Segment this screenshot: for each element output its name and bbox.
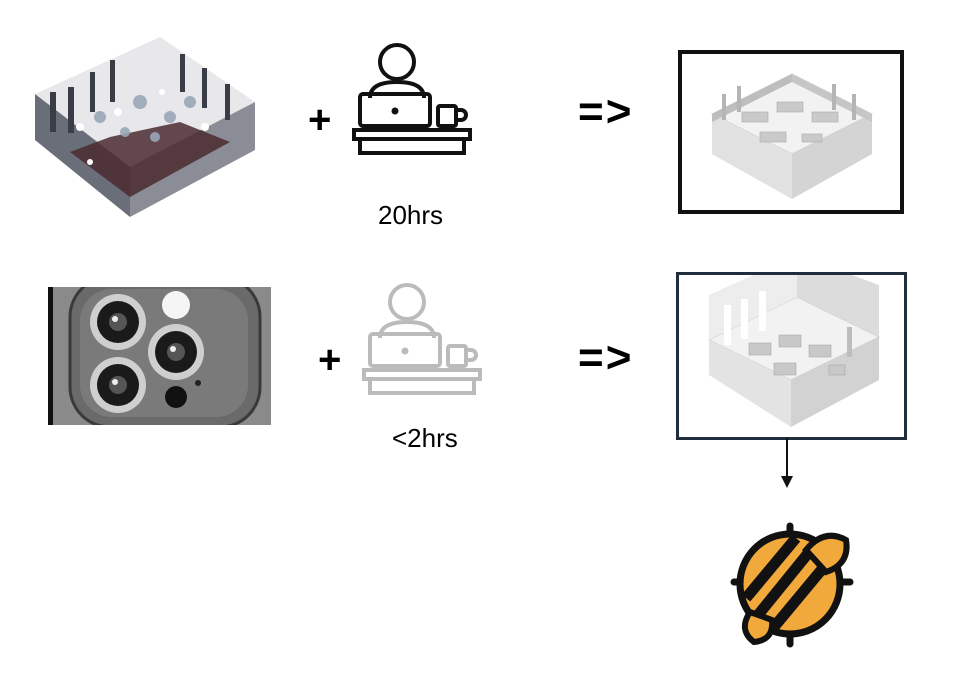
laptop-worker-icon bbox=[352, 43, 472, 155]
laptop-worker-faded-icon bbox=[362, 283, 482, 395]
result-arrow-2: => bbox=[578, 333, 634, 382]
room-model-frame-1 bbox=[678, 50, 904, 214]
down-arrow bbox=[779, 438, 795, 490]
bee-logo bbox=[728, 520, 858, 650]
plus-sign-1: + bbox=[308, 98, 332, 142]
phone-camera-image bbox=[48, 287, 271, 425]
laptop-worker-1 bbox=[350, 42, 474, 158]
plus-sign-2: + bbox=[318, 338, 342, 382]
effort-label-2: <2hrs bbox=[392, 423, 458, 453]
arrow-down-icon bbox=[781, 438, 793, 488]
room-model-icon bbox=[710, 73, 874, 199]
bee-logo-icon bbox=[730, 522, 854, 648]
room-model-icon bbox=[707, 275, 881, 427]
room-model-frame-2 bbox=[676, 272, 907, 440]
result-arrow-1: => bbox=[578, 87, 634, 136]
phone-camera-icon bbox=[48, 287, 271, 425]
point-cloud-image bbox=[30, 32, 260, 222]
point-cloud-icon bbox=[35, 37, 255, 217]
effort-label-1: 20hrs bbox=[378, 200, 444, 230]
laptop-worker-2 bbox=[360, 282, 484, 398]
